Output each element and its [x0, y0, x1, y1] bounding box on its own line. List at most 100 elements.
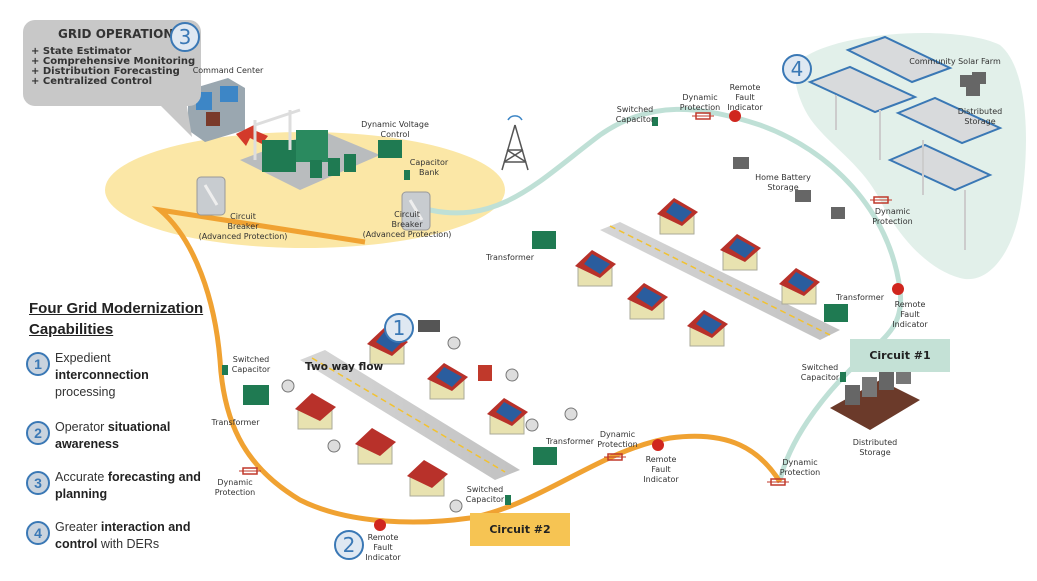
label-dynamic-protection-bottom-right: Dynamic Protection [779, 458, 821, 477]
capability-number-badge: 2 [26, 421, 50, 445]
circuit-1-box: Circuit #1 [850, 339, 950, 372]
label-home-battery-storage: Home Battery Storage [755, 173, 811, 192]
switched-capacitor-top-icon [652, 117, 658, 126]
label-distributed-storage-top: Distributed Storage [957, 107, 1003, 126]
circuit1-line [429, 106, 904, 481]
label-community-solar-farm: Community Solar Farm [909, 57, 1001, 66]
capability-text: Operator situational awareness [55, 420, 171, 451]
home-battery-lower-icon [478, 365, 492, 381]
label-dynamic-protection-right: Dynamic Protection [872, 207, 913, 226]
label-circuit-breaker-left: Circuit Breaker (Advanced Protection) [198, 212, 288, 241]
capability-number-badge: 4 [26, 521, 50, 545]
two-way-flow-label: Two way flow [305, 361, 384, 373]
label-circuit-breaker-right: Circuit Breaker (Advanced Protection) [362, 210, 452, 239]
house-icon [295, 393, 336, 430]
road-lower [300, 350, 520, 480]
remote-fault-indicator-bottom-mid-icon [652, 439, 664, 451]
label-transformer-left: Transformer [211, 418, 260, 427]
distributed-storage-bottom-icon [830, 364, 920, 430]
label-transformer-mid: Transformer [485, 253, 534, 262]
dynamic-protection-left-icon [239, 467, 261, 475]
circuit-breaker-left-icon [196, 176, 226, 216]
switched-capacitor-right-icon [840, 372, 846, 382]
label-command-center: Command Center [192, 66, 264, 75]
transformer-bottom-icon [533, 447, 557, 465]
capability-text: Accurate forecasting and planning [55, 470, 201, 501]
switched-capacitor-bottom-icon [505, 495, 511, 505]
capabilities-title-line1: Four Grid Modernization [29, 300, 204, 317]
house-icon [627, 283, 668, 320]
distributed-storage-top-icon [960, 72, 986, 96]
cell-tower-icon [501, 115, 529, 171]
label-dynamic-protection-top: Dynamic Protection [679, 93, 721, 112]
house-icon [657, 198, 698, 235]
capability-number-badge: 1 [26, 352, 50, 376]
tablet-icon [418, 320, 440, 332]
grid-op-item: + Distribution Forecasting [31, 66, 180, 77]
house-icon [427, 363, 468, 400]
badge-4: 4 [782, 54, 812, 84]
label-switched-capacitor-top: Switched Capacitor [615, 105, 655, 124]
circuit-breaker-right-icon [401, 191, 431, 231]
dynamic-protection-top-icon [692, 112, 714, 120]
label-dynamic-voltage-control: Dynamic Voltage Control [361, 120, 429, 139]
label-dynamic-protection-bottom-mid: Dynamic Protection [597, 430, 638, 449]
label-remote-fault-indicator-top: Remote Fault Indicator [727, 83, 763, 112]
data-arrow-icon [236, 124, 268, 146]
circuit2-line [151, 206, 783, 525]
switched-capacitor-left-icon [222, 365, 228, 375]
house-icon [779, 268, 820, 305]
house-icon [720, 234, 761, 271]
solar-poles [835, 95, 966, 250]
solar-panels-icon [807, 35, 1003, 192]
house-icon [487, 398, 528, 435]
remote-fault-indicator-bottom-icon [374, 519, 386, 531]
label-capacitor-bank: Capacitor Bank [409, 158, 449, 177]
circuit-2-box: Circuit #2 [470, 513, 570, 546]
home-battery-2-icon [795, 190, 811, 202]
label-switched-capacitor-left: Switched Capacitor [231, 355, 271, 374]
home-battery-1-icon [733, 157, 749, 169]
dynamic-protection-bottom-mid-icon [604, 453, 626, 461]
label-remote-fault-indicator-bottom: Remote Fault Indicator [365, 533, 401, 562]
house-icon [355, 428, 396, 465]
badge-1: 1 [384, 313, 414, 343]
house-icon [407, 460, 448, 497]
label-transformer-bottom: Transformer [545, 437, 594, 446]
remote-fault-indicator-top-icon [729, 110, 741, 122]
label-dynamic-protection-left: Dynamic Protection [214, 478, 256, 497]
label-remote-fault-indicator-bottom-mid: Remote Fault Indicator [643, 455, 679, 484]
substation-icon [240, 108, 380, 190]
house-icon [575, 250, 616, 287]
capabilities-title: Four Grid Modernization Capabilities [29, 298, 203, 340]
house-icon [367, 328, 408, 365]
house-icon [687, 310, 728, 347]
dynamic-protection-right-icon [870, 196, 892, 204]
grid-op-item: + Comprehensive Monitoring [31, 56, 196, 67]
label-transformer-right: Transformer [835, 293, 884, 302]
home-battery-3-icon [831, 207, 845, 219]
capacitor-bank-icon [404, 170, 410, 180]
remote-fault-indicator-right-icon [892, 283, 904, 295]
label-switched-capacitor-right: Switched Capacitor [800, 363, 840, 382]
grid-op-item: + Centralized Control [31, 76, 152, 87]
capability-number-badge: 3 [26, 471, 50, 495]
label-remote-fault-indicator-right: Remote Fault Indicator [892, 300, 928, 329]
badge-3: 3 [170, 22, 200, 52]
grid-op-item: + State Estimator [31, 46, 132, 57]
capability-text: Greater interaction and control with DER… [55, 520, 191, 551]
transformer-mid-icon [532, 231, 556, 249]
grid-operations-list: + State Estimator + Comprehensive Monito… [31, 47, 195, 87]
label-switched-capacitor-bottom: Switched Capacitor [465, 485, 505, 504]
grid-operations-title: GRID OPERATIONS [58, 27, 183, 41]
badge-2: 2 [334, 530, 364, 560]
capabilities-title-line2: Capabilities [29, 321, 114, 338]
dynamic-voltage-control-icon [378, 140, 402, 158]
transformer-left-icon [243, 385, 269, 405]
dynamic-protection-bottom-right-icon [767, 478, 789, 486]
label-distributed-storage-bottom: Distributed Storage [852, 438, 898, 457]
command-center-icon [188, 78, 245, 142]
